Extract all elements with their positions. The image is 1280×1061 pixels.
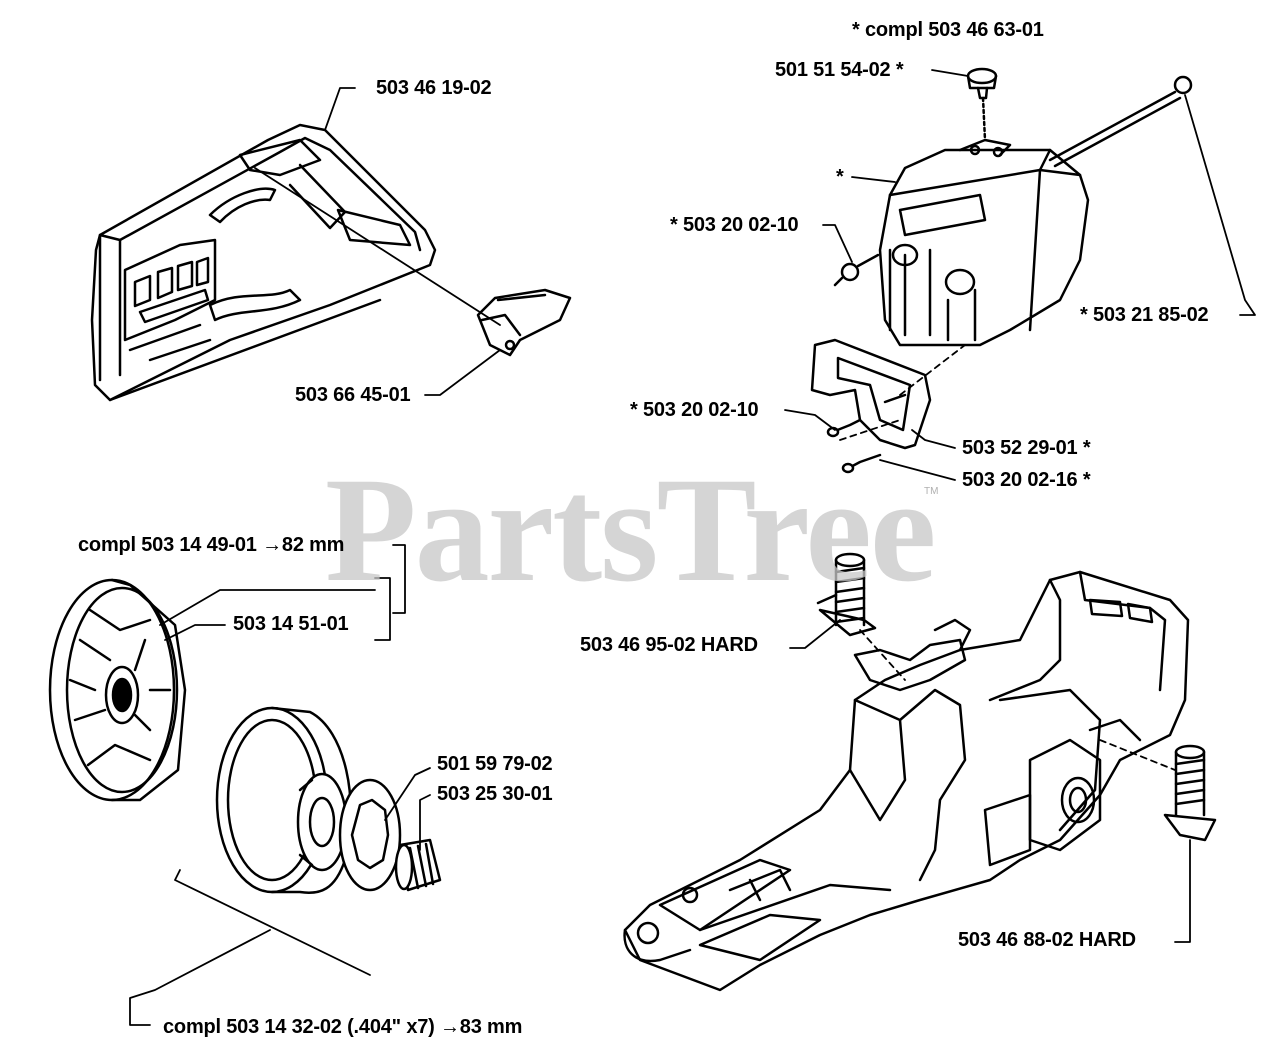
label-gasket-screw[interactable]: * 503 20 02-10	[630, 399, 759, 421]
label-washer[interactable]: 501 59 79-02	[437, 753, 553, 775]
label-cover-plate[interactable]: 503 66 45-01	[295, 384, 411, 406]
cover-plate-part	[476, 288, 572, 357]
label-muffler-bolt[interactable]: * 503 21 85-02	[1080, 304, 1209, 326]
label-gasket[interactable]: 503 52 29-01 *	[962, 437, 1091, 459]
clutch-part	[48, 578, 187, 802]
muffler-bolt-part	[1048, 75, 1193, 168]
washer-part	[338, 778, 402, 892]
label-muffler-compl[interactable]: * compl 503 46 63-01	[852, 19, 1044, 41]
label-av-front[interactable]: 503 46 95-02 HARD	[580, 634, 758, 656]
label-av-rear[interactable]: 503 46 88-02 HARD	[958, 929, 1136, 951]
av-spring-rear-part	[1163, 744, 1217, 842]
label-clutch-compl[interactable]: compl 503 14 49-01 →82 mm	[78, 534, 345, 556]
label-clutch-spring[interactable]: 503 14 51-01	[233, 613, 349, 635]
partstree-watermark: PartsTree	[325, 447, 936, 613]
sprocket-cover-part	[90, 123, 437, 402]
clutch-drum-part	[215, 706, 352, 894]
muffler-part	[878, 138, 1090, 347]
label-bearing[interactable]: 503 25 30-01	[437, 783, 553, 805]
muffler-nut-part	[833, 253, 880, 287]
label-gasket-screw2[interactable]: 503 20 02-16 *	[962, 469, 1091, 491]
muffler-cap-part	[966, 67, 998, 142]
label-cover[interactable]: 503 46 19-02	[376, 77, 492, 99]
label-muffler-cap[interactable]: 501 51 54-02 *	[775, 59, 904, 81]
label-muffler-body[interactable]: *	[836, 166, 844, 188]
av-spring-front-part	[816, 552, 877, 637]
label-drum-compl[interactable]: compl 503 14 32-02 (.404" x7) →83 mm	[163, 1016, 523, 1038]
gasket-screws-part	[826, 418, 882, 474]
needle-bearing-part	[394, 838, 442, 892]
crankcase-part	[623, 570, 1190, 992]
leader-lines	[129, 69, 1256, 1026]
trademark-mark: TM	[924, 486, 939, 497]
label-muffler-nut[interactable]: * 503 20 02-10	[670, 214, 799, 236]
muffler-gasket-part	[810, 338, 932, 450]
